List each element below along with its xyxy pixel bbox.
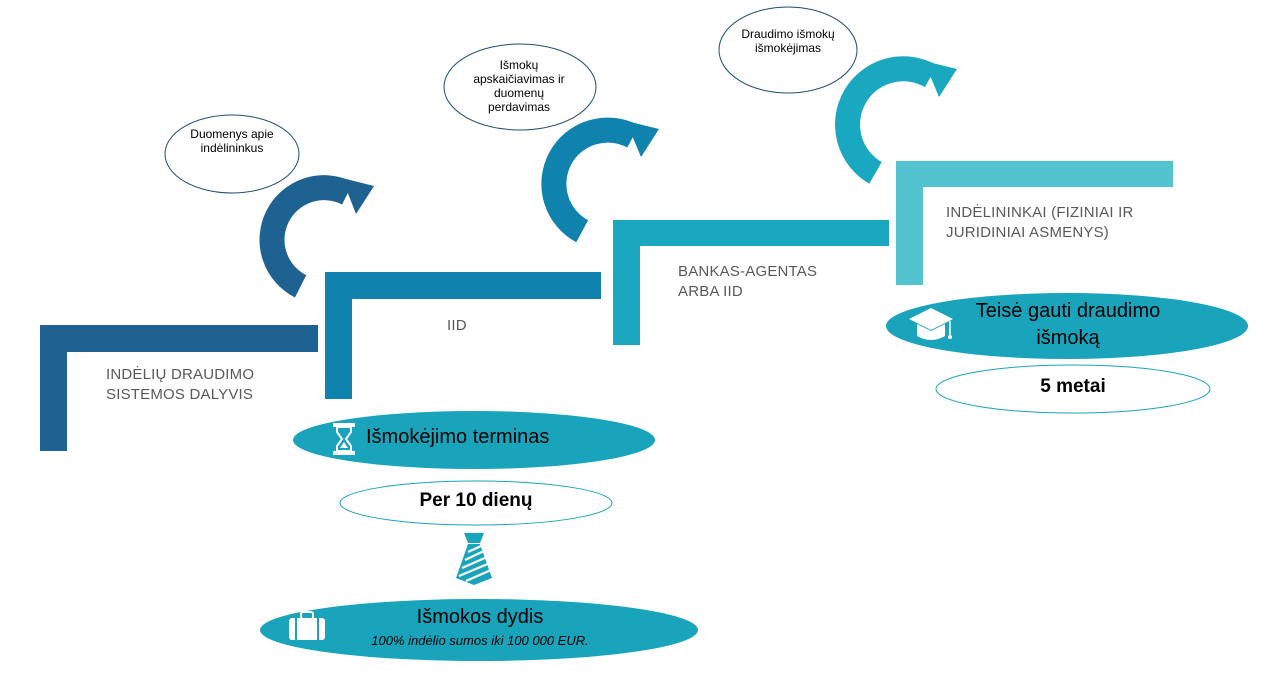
step1-label: INDĖLIŲ DRAUDIMO SISTEMOS DALYVIS [106, 366, 255, 403]
term-title: Išmokėjimo terminas [366, 426, 550, 448]
size-value: 100% indėlio sumos iki 100 000 EUR. [371, 633, 589, 648]
bubble-2-text: Išmokų apskaičiavimas ir duomenų perdavi… [473, 58, 565, 114]
term-value: Per 10 dienų [419, 490, 533, 511]
term-value-oval [339, 480, 613, 526]
bubble-2 [443, 43, 597, 131]
step4-label: INDĖLININKAI (FIZINIAI IR JURIDINIAI ASM… [946, 204, 1134, 241]
term-oval [293, 411, 655, 469]
step2-bracket [325, 272, 601, 399]
size-title: Išmokos dydis [416, 606, 544, 628]
step3-label: BANKAS-AGENTAS ARBA IID [678, 263, 818, 300]
right-value-oval [935, 364, 1211, 414]
briefcase-icon [289, 611, 325, 640]
right-title: Teisė gauti draudimo išmoką [975, 300, 1161, 349]
arrow-icon [259, 175, 374, 298]
size-oval [260, 599, 698, 661]
bubble-3 [718, 6, 858, 94]
right-value: 5 metai [1040, 376, 1106, 397]
step3-bracket [613, 220, 889, 345]
hourglass-icon [333, 423, 355, 455]
right-oval [886, 293, 1248, 359]
step1-bracket [40, 325, 318, 451]
bubble-1 [164, 114, 300, 194]
arrow-icon [835, 56, 957, 184]
bubble-1-text: Duomenys apie indėlininkus [190, 127, 274, 155]
step4-bracket [896, 161, 1173, 285]
tie-icon [456, 533, 492, 585]
bubble-3-text: Draudimo išmokų išmokėjimas [741, 27, 835, 55]
step2-label: IID [447, 317, 467, 334]
graduation-cap-icon [909, 308, 953, 340]
arrow-icon [541, 117, 659, 243]
